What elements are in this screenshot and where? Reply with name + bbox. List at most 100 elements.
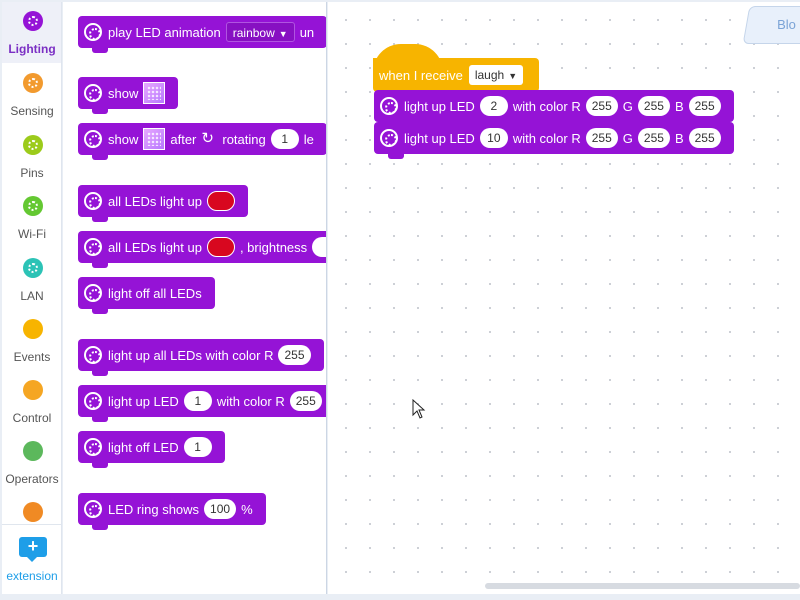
block-text: LED ring shows xyxy=(108,501,200,517)
block-text: with color R xyxy=(512,98,581,114)
tab-blocks[interactable]: Blo xyxy=(742,6,800,44)
category-label: Operators xyxy=(5,472,59,486)
block-text: , brightness xyxy=(239,239,308,255)
rotate-count-input[interactable]: 1 xyxy=(270,129,299,149)
category-label: Control xyxy=(12,411,52,425)
script-block-light-up-led[interactable]: light up LED 2 with color R 255 G 255 B … xyxy=(374,90,734,127)
block-text: with color R xyxy=(512,130,581,146)
category-control[interactable]: Control xyxy=(2,371,61,432)
block-text: le xyxy=(303,131,314,147)
category-pins[interactable]: Pins xyxy=(2,126,61,187)
script-workspace[interactable] xyxy=(328,2,800,594)
lighting-icon xyxy=(84,284,102,302)
category-label: Events xyxy=(13,350,51,364)
block-light-off-all-leds[interactable]: light off all LEDs xyxy=(78,277,215,314)
color-picker[interactable] xyxy=(206,191,235,211)
block-text: show xyxy=(108,131,139,147)
block-text: light up LED xyxy=(108,393,179,409)
red-value-input[interactable]: 255 xyxy=(278,345,311,365)
add-extension-icon: + xyxy=(19,537,47,562)
green-value-input[interactable]: 255 xyxy=(637,96,670,116)
lighting-icon xyxy=(84,192,102,210)
block-text: all LEDs light up xyxy=(108,193,202,209)
category-sidebar: Lighting Sensing Pins Wi-Fi LAN Events C… xyxy=(2,2,62,594)
script-block-light-up-led[interactable]: light up LED 10 with color R 255 G 255 B… xyxy=(374,122,734,159)
dropdown-value: rainbow xyxy=(232,26,275,40)
led-number-input[interactable]: 1 xyxy=(183,391,212,411)
category-operators[interactable]: Operators xyxy=(2,432,61,493)
green-value-input[interactable]: 255 xyxy=(637,128,670,148)
lighting-icon xyxy=(84,130,102,148)
led-number-input[interactable]: 10 xyxy=(479,128,508,148)
lighting-icon xyxy=(84,438,102,456)
category-wifi[interactable]: Wi-Fi xyxy=(2,187,61,248)
category-label: Sensing xyxy=(10,104,54,118)
block-palette: play LED animation rainbow▼ un show show… xyxy=(63,2,327,594)
block-text: % xyxy=(241,501,253,517)
category-events[interactable]: Events xyxy=(2,310,61,371)
lighting-icon xyxy=(84,346,102,364)
red-value-input[interactable]: 255 xyxy=(585,96,618,116)
horizontal-scrollbar[interactable] xyxy=(485,583,800,589)
block-text: light up LED xyxy=(404,98,475,114)
message-dropdown[interactable]: laugh▼ xyxy=(468,65,524,85)
blue-value-input[interactable]: 255 xyxy=(688,96,721,116)
block-light-up-led-color[interactable]: light up LED 1 with color R 255 xyxy=(78,385,326,422)
chevron-down-icon: ▼ xyxy=(278,29,288,39)
lighting-icon xyxy=(23,11,43,31)
percentage-input[interactable]: 100 xyxy=(204,499,237,519)
category-more[interactable] xyxy=(2,493,61,554)
chevron-down-icon: ▼ xyxy=(508,71,518,81)
block-light-off-led[interactable]: light off LED 1 xyxy=(78,431,225,468)
pins-icon xyxy=(23,135,43,155)
lighting-icon xyxy=(84,84,102,102)
blue-value-input[interactable]: 255 xyxy=(688,128,721,148)
block-text: B xyxy=(674,130,684,146)
category-label: Wi-Fi xyxy=(18,227,46,241)
category-label: LAN xyxy=(20,289,44,303)
block-text: after xyxy=(170,131,197,147)
block-text: show xyxy=(108,85,139,101)
more-category-icon xyxy=(23,502,43,522)
red-value-input[interactable]: 255 xyxy=(585,128,618,148)
category-label: Pins xyxy=(20,166,44,180)
wifi-icon xyxy=(23,196,43,216)
block-when-i-receive[interactable]: when I receive laugh▼ xyxy=(373,44,539,92)
led-matrix-picker[interactable] xyxy=(143,82,166,104)
block-text: with color R xyxy=(216,393,285,409)
category-lighting[interactable]: Lighting xyxy=(2,2,61,63)
sensing-icon xyxy=(23,73,43,93)
category-label: Lighting xyxy=(8,42,56,56)
animation-dropdown[interactable]: rainbow▼ xyxy=(225,22,295,42)
block-text: G xyxy=(622,98,633,114)
block-led-ring-shows[interactable]: LED ring shows 100 % xyxy=(78,493,266,530)
dropdown-value: laugh xyxy=(474,68,505,82)
block-text: light off all LEDs xyxy=(108,285,202,301)
block-show-after-rotating[interactable]: show after ↻ rotating 1 le xyxy=(78,123,326,160)
block-all-leds-light-up[interactable]: all LEDs light up xyxy=(78,185,248,222)
extension-label: extension xyxy=(6,569,58,583)
block-text: un xyxy=(299,24,315,40)
led-number-input[interactable]: 1 xyxy=(183,437,212,457)
lighting-icon xyxy=(84,392,102,410)
block-light-all-with-color[interactable]: light up all LEDs with color R 255 xyxy=(78,339,324,376)
brightness-input[interactable] xyxy=(312,237,326,257)
block-show[interactable]: show xyxy=(78,77,179,114)
color-picker[interactable] xyxy=(206,237,235,257)
category-sensing[interactable]: Sensing xyxy=(2,64,61,125)
red-value-input[interactable]: 255 xyxy=(289,391,322,411)
block-text: when I receive xyxy=(379,67,463,83)
led-matrix-picker[interactable] xyxy=(143,128,166,150)
block-all-leds-brightness[interactable]: all LEDs light up , brightness xyxy=(78,231,326,268)
control-icon xyxy=(23,380,43,400)
extension-button[interactable]: + extension xyxy=(2,524,61,594)
block-text: rotating xyxy=(222,131,266,147)
block-text: light up LED xyxy=(404,130,475,146)
mouse-cursor-icon xyxy=(412,399,426,419)
led-number-input[interactable]: 2 xyxy=(479,96,508,116)
block-play-led-animation[interactable]: play LED animation rainbow▼ un xyxy=(78,16,326,53)
tab-label: Blo xyxy=(777,17,796,32)
category-lan[interactable]: LAN xyxy=(2,249,61,310)
events-icon xyxy=(23,319,43,339)
